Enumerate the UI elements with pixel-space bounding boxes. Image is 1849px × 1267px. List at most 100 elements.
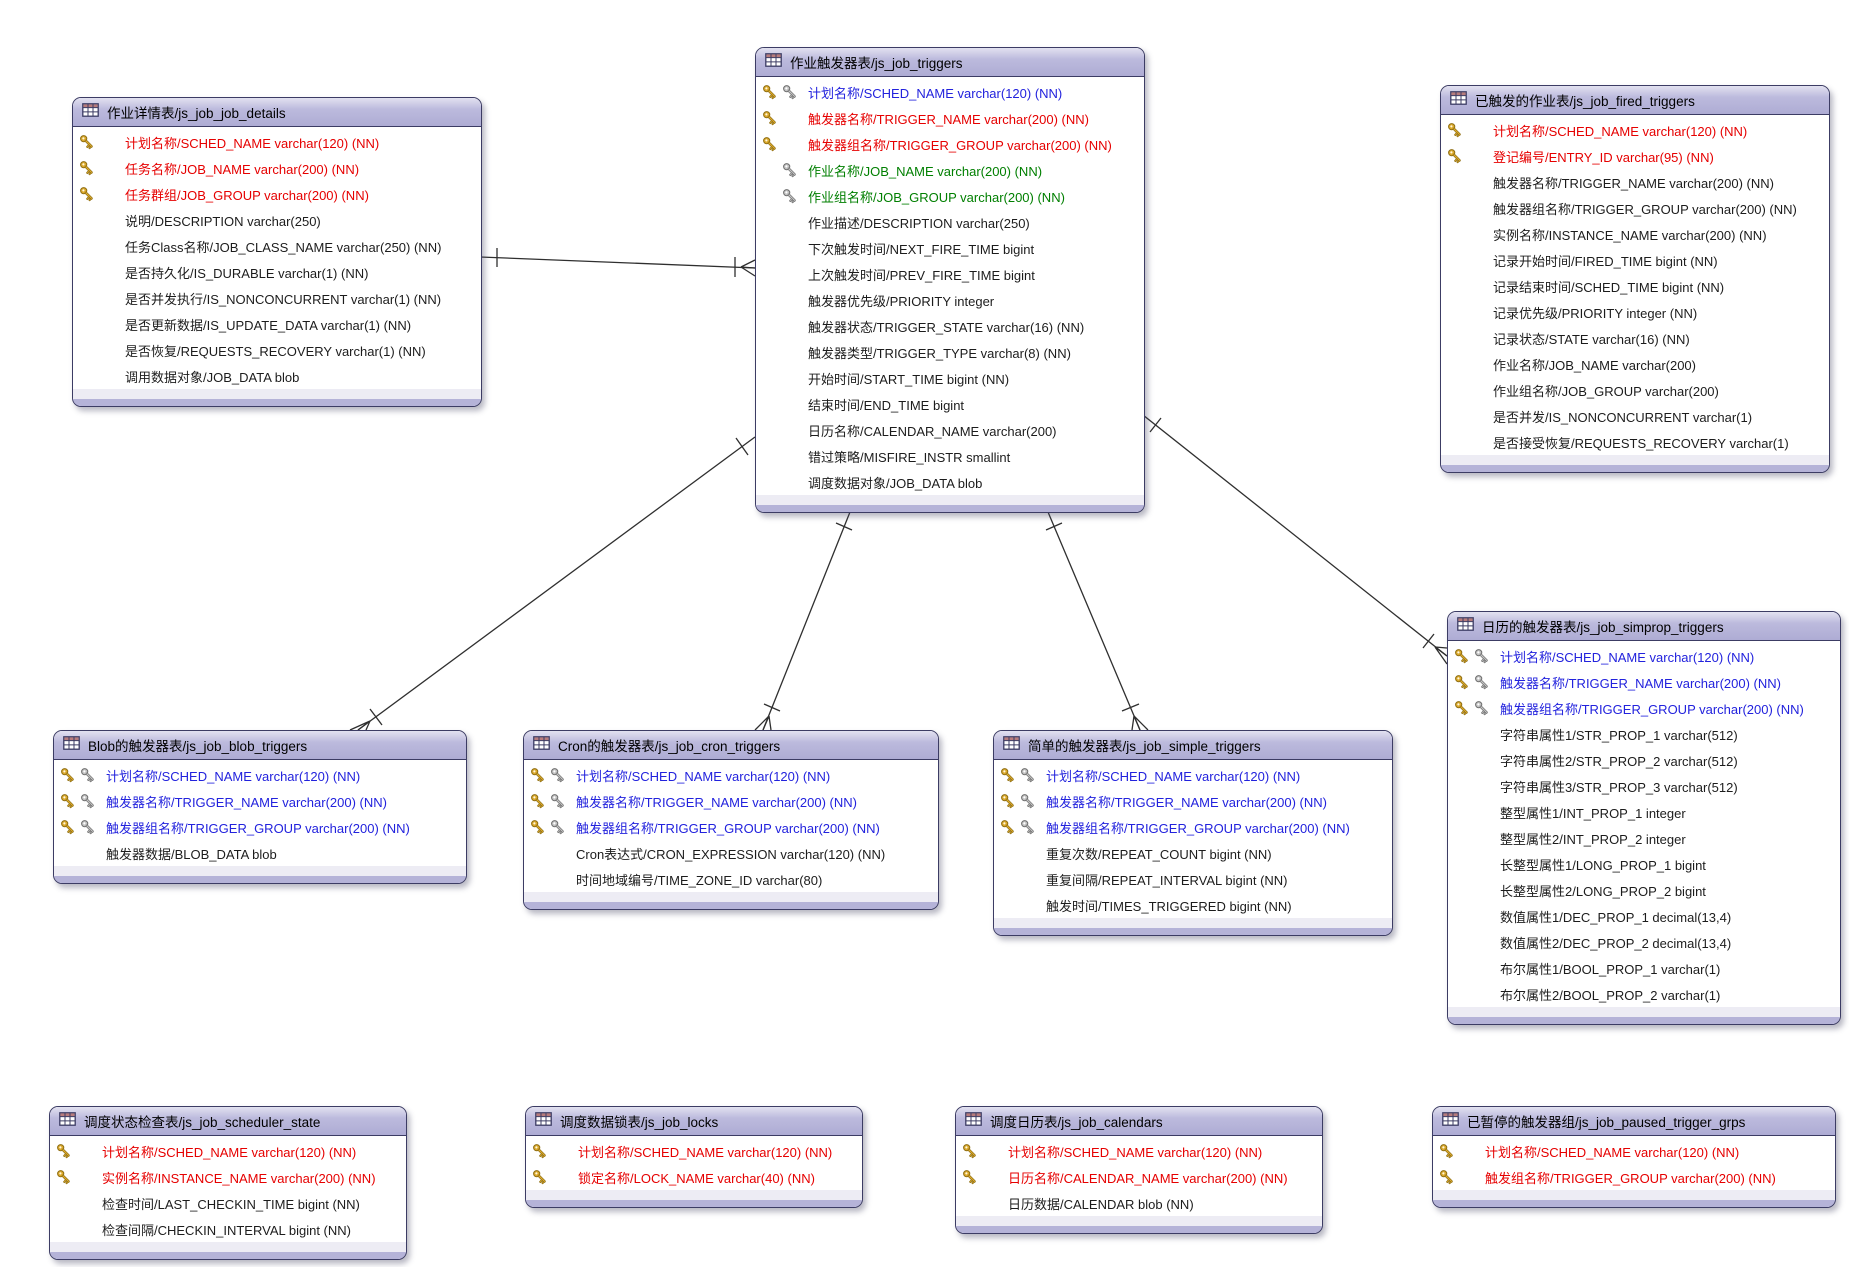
column-row[interactable]: 是否并发/IS_NONCONCURRENT varchar(1) bbox=[1441, 403, 1829, 429]
column-row[interactable]: 整型属性2/INT_PROP_2 integer bbox=[1448, 825, 1840, 851]
column-row[interactable]: 字符串属性3/STR_PROP_3 varchar(512) bbox=[1448, 773, 1840, 799]
column-row[interactable]: 计划名称/SCHED_NAME varchar(120) (NN) bbox=[54, 762, 466, 788]
column-row[interactable]: 检查时间/LAST_CHECKIN_TIME bigint (NN) bbox=[50, 1190, 406, 1216]
column-row[interactable]: 作业名称/JOB_NAME varchar(200) bbox=[1441, 351, 1829, 377]
column-row[interactable]: 触发器类型/TRIGGER_TYPE varchar(8) (NN) bbox=[756, 339, 1144, 365]
table-js_job_calendars[interactable]: 调度日历表/js_job_calendars 计划名称/SCHED_NAME v… bbox=[955, 1106, 1323, 1234]
table-header[interactable]: Blob的触发器表/js_job_blob_triggers bbox=[54, 731, 466, 760]
column-row[interactable]: 结束时间/END_TIME bigint bbox=[756, 391, 1144, 417]
column-row[interactable]: 计划名称/SCHED_NAME varchar(120) (NN) bbox=[526, 1138, 862, 1164]
column-row[interactable]: 触发器组名称/TRIGGER_GROUP varchar(200) (NN) bbox=[1448, 695, 1840, 721]
column-row[interactable]: 触发器名称/TRIGGER_NAME varchar(200) (NN) bbox=[54, 788, 466, 814]
relationship-triggers-to-simple-triggers[interactable] bbox=[1045, 511, 1149, 731]
column-row[interactable]: 记录开始时间/FIRED_TIME bigint (NN) bbox=[1441, 247, 1829, 273]
table-header[interactable]: 作业详情表/js_job_job_details bbox=[73, 98, 481, 127]
column-row[interactable]: 上次触发时间/PREV_FIRE_TIME bigint bbox=[756, 261, 1144, 287]
column-row[interactable]: 日历数据/CALENDAR blob (NN) bbox=[956, 1190, 1322, 1216]
column-row[interactable]: 实例名称/INSTANCE_NAME varchar(200) (NN) bbox=[50, 1164, 406, 1190]
column-row[interactable]: 触发器组名称/TRIGGER_GROUP varchar(200) (NN) bbox=[1441, 195, 1829, 221]
column-row[interactable]: 长整型属性1/LONG_PROP_1 bigint bbox=[1448, 851, 1840, 877]
column-row[interactable]: 触发器数据/BLOB_DATA blob bbox=[54, 840, 466, 866]
table-js_job_simple_triggers[interactable]: 简单的触发器表/js_job_simple_triggers 计划名称/SCHE… bbox=[993, 730, 1393, 936]
column-row[interactable]: 布尔属性1/BOOL_PROP_1 varchar(1) bbox=[1448, 955, 1840, 981]
table-js_job_scheduler_state[interactable]: 调度状态检查表/js_job_scheduler_state 计划名称/SCHE… bbox=[49, 1106, 407, 1260]
table-js_job_simprop_triggers[interactable]: 日历的触发器表/js_job_simprop_triggers 计划名称/SCH… bbox=[1447, 611, 1841, 1025]
relationship-job-details-to-triggers[interactable] bbox=[479, 248, 756, 277]
column-row[interactable]: 计划名称/SCHED_NAME varchar(120) (NN) bbox=[524, 762, 938, 788]
column-row[interactable]: 重复间隔/REPEAT_INTERVAL bigint (NN) bbox=[994, 866, 1392, 892]
column-row[interactable]: 触发器组名称/TRIGGER_GROUP varchar(200) (NN) bbox=[524, 814, 938, 840]
column-row[interactable]: 触发器名称/TRIGGER_NAME varchar(200) (NN) bbox=[994, 788, 1392, 814]
column-row[interactable]: 是否恢复/REQUESTS_RECOVERY varchar(1) (NN) bbox=[73, 337, 481, 363]
column-row[interactable]: 作业组名称/JOB_GROUP varchar(200) bbox=[1441, 377, 1829, 403]
column-row[interactable]: 下次触发时间/NEXT_FIRE_TIME bigint bbox=[756, 235, 1144, 261]
column-row[interactable]: 是否更新数据/IS_UPDATE_DATA varchar(1) (NN) bbox=[73, 311, 481, 337]
column-row[interactable]: 任务群组/JOB_GROUP varchar(200) (NN) bbox=[73, 181, 481, 207]
column-row[interactable]: 触发器名称/TRIGGER_NAME varchar(200) (NN) bbox=[1448, 669, 1840, 695]
column-row[interactable]: 开始时间/START_TIME bigint (NN) bbox=[756, 365, 1144, 391]
column-row[interactable]: 重复次数/REPEAT_COUNT bigint (NN) bbox=[994, 840, 1392, 866]
column-row[interactable]: 说明/DESCRIPTION varchar(250) bbox=[73, 207, 481, 233]
column-row[interactable]: 作业名称/JOB_NAME varchar(200) (NN) bbox=[756, 157, 1144, 183]
column-row[interactable]: 触发器状态/TRIGGER_STATE varchar(16) (NN) bbox=[756, 313, 1144, 339]
column-row[interactable]: 记录结束时间/SCHED_TIME bigint (NN) bbox=[1441, 273, 1829, 299]
column-row[interactable]: 计划名称/SCHED_NAME varchar(120) (NN) bbox=[756, 79, 1144, 105]
column-row[interactable]: 字符串属性2/STR_PROP_2 varchar(512) bbox=[1448, 747, 1840, 773]
column-row[interactable]: 触发组名称/TRIGGER_GROUP varchar(200) (NN) bbox=[1433, 1164, 1835, 1190]
column-row[interactable]: 触发器组名称/TRIGGER_GROUP varchar(200) (NN) bbox=[756, 131, 1144, 157]
table-js_job_paused_trigger_grps[interactable]: 已暂停的触发器组/js_job_paused_trigger_grps 计划名称… bbox=[1432, 1106, 1836, 1208]
column-row[interactable]: 记录优先级/PRIORITY integer (NN) bbox=[1441, 299, 1829, 325]
column-row[interactable]: 调用数据对象/JOB_DATA blob bbox=[73, 363, 481, 389]
column-row[interactable]: 计划名称/SCHED_NAME varchar(120) (NN) bbox=[1433, 1138, 1835, 1164]
column-row[interactable]: 触发器组名称/TRIGGER_GROUP varchar(200) (NN) bbox=[54, 814, 466, 840]
column-row[interactable]: 触发器名称/TRIGGER_NAME varchar(200) (NN) bbox=[1441, 169, 1829, 195]
relationship-triggers-to-simprop-triggers[interactable] bbox=[1142, 414, 1448, 665]
column-row[interactable]: 检查间隔/CHECKIN_INTERVAL bigint (NN) bbox=[50, 1216, 406, 1242]
column-row[interactable]: 记录状态/STATE varchar(16) (NN) bbox=[1441, 325, 1829, 351]
column-row[interactable]: 作业描述/DESCRIPTION varchar(250) bbox=[756, 209, 1144, 235]
column-row[interactable]: 触发器优先级/PRIORITY integer bbox=[756, 287, 1144, 313]
column-row[interactable]: 是否持久化/IS_DURABLE varchar(1) (NN) bbox=[73, 259, 481, 285]
column-row[interactable]: 数值属性2/DEC_PROP_2 decimal(13,4) bbox=[1448, 929, 1840, 955]
table-js_job_fired_triggers[interactable]: 已触发的作业表/js_job_fired_triggers 计划名称/SCHED… bbox=[1440, 85, 1830, 473]
column-row[interactable]: 计划名称/SCHED_NAME varchar(120) (NN) bbox=[50, 1138, 406, 1164]
column-row[interactable]: 计划名称/SCHED_NAME varchar(120) (NN) bbox=[73, 129, 481, 155]
column-row[interactable]: 计划名称/SCHED_NAME varchar(120) (NN) bbox=[994, 762, 1392, 788]
table-header[interactable]: 已触发的作业表/js_job_fired_triggers bbox=[1441, 86, 1829, 115]
column-row[interactable]: 长整型属性2/LONG_PROP_2 bigint bbox=[1448, 877, 1840, 903]
table-header[interactable]: 调度状态检查表/js_job_scheduler_state bbox=[50, 1107, 406, 1136]
column-row[interactable]: 字符串属性1/STR_PROP_1 varchar(512) bbox=[1448, 721, 1840, 747]
column-row[interactable]: 任务名称/JOB_NAME varchar(200) (NN) bbox=[73, 155, 481, 181]
column-row[interactable]: 整型属性1/INT_PROP_1 integer bbox=[1448, 799, 1840, 825]
column-row[interactable]: 作业组名称/JOB_GROUP varchar(200) (NN) bbox=[756, 183, 1144, 209]
column-row[interactable]: 计划名称/SCHED_NAME varchar(120) (NN) bbox=[1448, 643, 1840, 669]
table-js_job_job_details[interactable]: 作业详情表/js_job_job_details 计划名称/SCHED_NAME… bbox=[72, 97, 482, 407]
column-row[interactable]: 错过策略/MISFIRE_INSTR smallint bbox=[756, 443, 1144, 469]
column-row[interactable]: 调度数据对象/JOB_DATA blob bbox=[756, 469, 1144, 495]
table-header[interactable]: 已暂停的触发器组/js_job_paused_trigger_grps bbox=[1433, 1107, 1835, 1136]
relationship-triggers-to-blob-triggers[interactable] bbox=[349, 436, 756, 731]
table-header[interactable]: 调度日历表/js_job_calendars bbox=[956, 1107, 1322, 1136]
table-header[interactable]: 简单的触发器表/js_job_simple_triggers bbox=[994, 731, 1392, 760]
column-row[interactable]: 布尔属性2/BOOL_PROP_2 varchar(1) bbox=[1448, 981, 1840, 1007]
column-row[interactable]: 数值属性1/DEC_PROP_1 decimal(13,4) bbox=[1448, 903, 1840, 929]
table-js_job_cron_triggers[interactable]: Cron的触发器表/js_job_cron_triggers 计划名称/SCHE… bbox=[523, 730, 939, 910]
column-row[interactable]: 计划名称/SCHED_NAME varchar(120) (NN) bbox=[956, 1138, 1322, 1164]
column-row[interactable]: 触发器名称/TRIGGER_NAME varchar(200) (NN) bbox=[524, 788, 938, 814]
column-row[interactable]: 日历名称/CALENDAR_NAME varchar(200) (NN) bbox=[956, 1164, 1322, 1190]
table-header[interactable]: 调度数据锁表/js_job_locks bbox=[526, 1107, 862, 1136]
table-header[interactable]: 日历的触发器表/js_job_simprop_triggers bbox=[1448, 612, 1840, 641]
table-js_job_locks[interactable]: 调度数据锁表/js_job_locks 计划名称/SCHED_NAME varc… bbox=[525, 1106, 863, 1208]
table-js_job_triggers[interactable]: 作业触发器表/js_job_triggers 计划名称/SCHED_NAME v… bbox=[755, 47, 1145, 513]
relationship-triggers-to-cron-triggers[interactable] bbox=[754, 511, 853, 731]
table-header[interactable]: 作业触发器表/js_job_triggers bbox=[756, 48, 1144, 77]
column-row[interactable]: 是否接受恢复/REQUESTS_RECOVERY varchar(1) bbox=[1441, 429, 1829, 455]
column-row[interactable]: 锁定名称/LOCK_NAME varchar(40) (NN) bbox=[526, 1164, 862, 1190]
table-js_job_blob_triggers[interactable]: Blob的触发器表/js_job_blob_triggers 计划名称/SCHE… bbox=[53, 730, 467, 884]
column-row[interactable]: 实例名称/INSTANCE_NAME varchar(200) (NN) bbox=[1441, 221, 1829, 247]
column-row[interactable]: 触发器名称/TRIGGER_NAME varchar(200) (NN) bbox=[756, 105, 1144, 131]
column-row[interactable]: 日历名称/CALENDAR_NAME varchar(200) bbox=[756, 417, 1144, 443]
column-row[interactable]: 触发器组名称/TRIGGER_GROUP varchar(200) (NN) bbox=[994, 814, 1392, 840]
column-row[interactable]: 触发时间/TIMES_TRIGGERED bigint (NN) bbox=[994, 892, 1392, 918]
column-row[interactable]: 登记编号/ENTRY_ID varchar(95) (NN) bbox=[1441, 143, 1829, 169]
